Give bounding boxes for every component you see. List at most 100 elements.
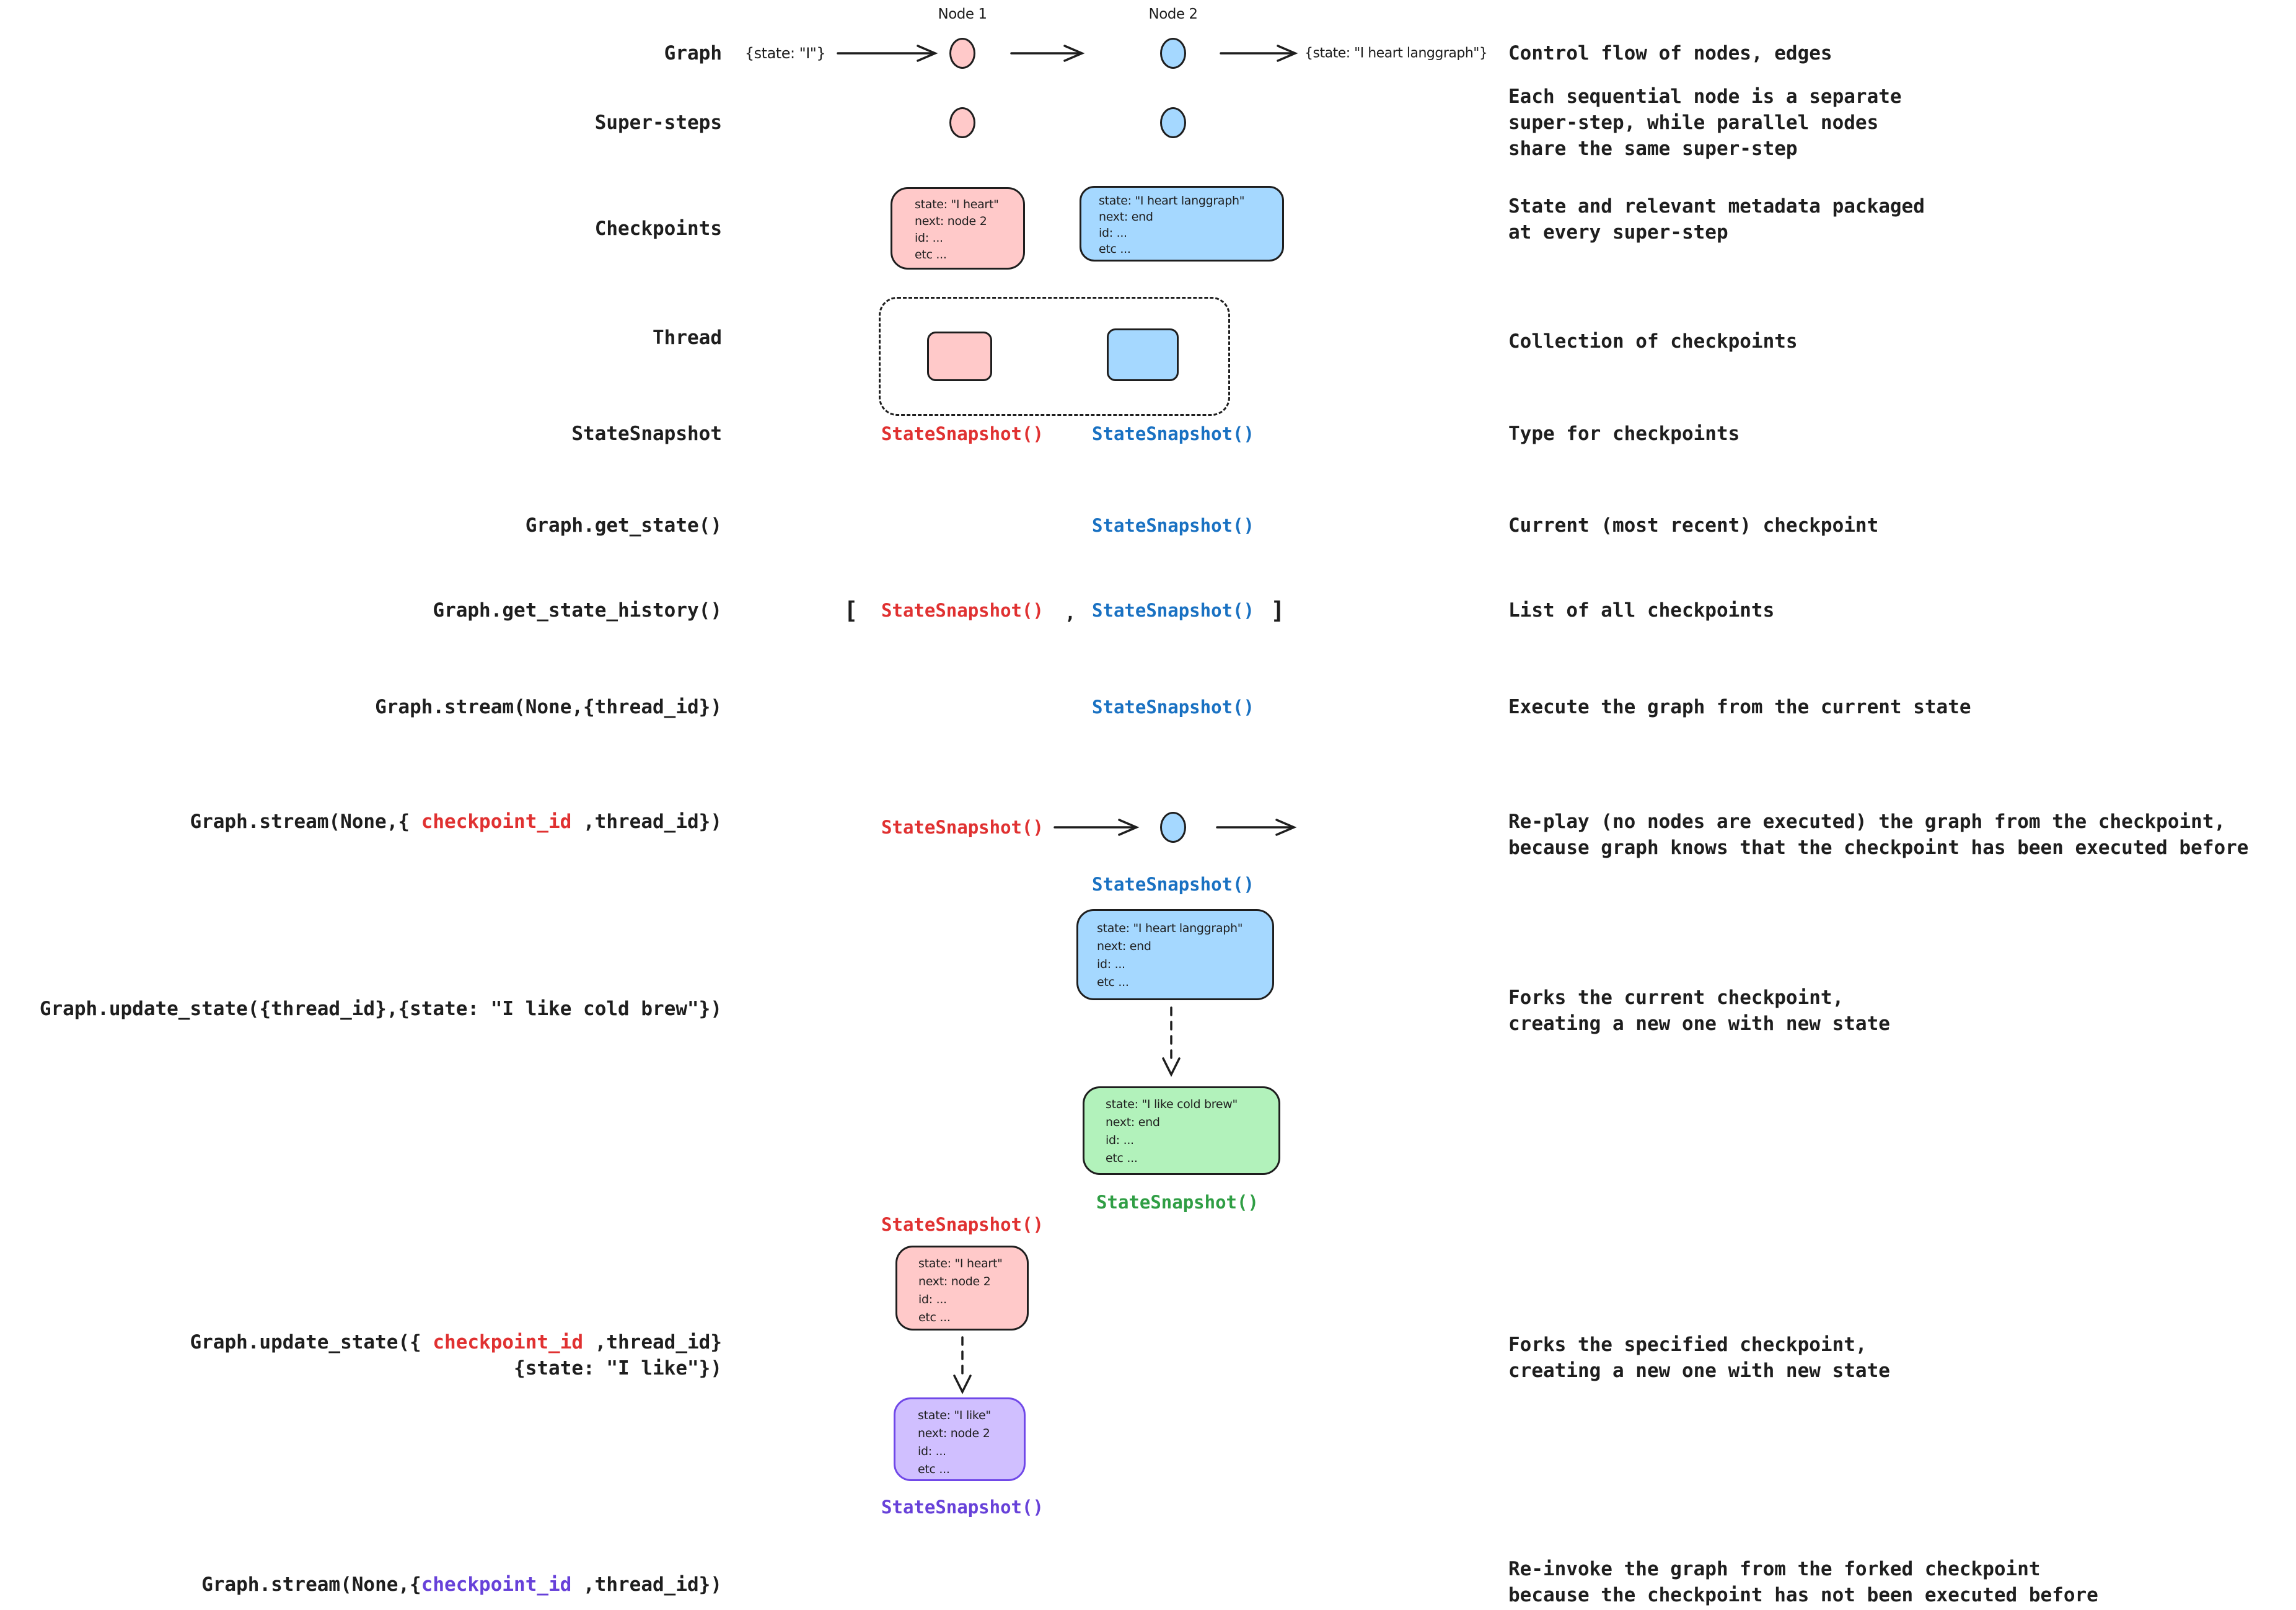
box-line: id: ... bbox=[1106, 1133, 1134, 1147]
arrow-down-dashed-icon bbox=[953, 1336, 972, 1394]
desc-line: share the same super-step bbox=[1508, 138, 1798, 160]
label-line: {state: "I like"}) bbox=[514, 1357, 722, 1379]
box-line: state: "I like cold brew" bbox=[1106, 1098, 1238, 1111]
thread-dashed-box bbox=[879, 297, 1230, 416]
label-update-state-checkpoint: Graph.update_state({ checkpoint_id ,thre… bbox=[190, 1329, 722, 1381]
fork-current-green-box: state: "I like cold brew" next: end id: … bbox=[1083, 1086, 1280, 1175]
arrow-right-icon bbox=[1053, 819, 1140, 836]
bracket-close: ] bbox=[1270, 597, 1285, 624]
node1-circle bbox=[949, 38, 975, 69]
comma: , bbox=[1064, 602, 1076, 625]
fork-current-blue-box: state: "I heart langgraph" next: end id:… bbox=[1076, 909, 1274, 1000]
label-state-snapshot: StateSnapshot bbox=[571, 423, 722, 445]
desc-line: Each sequential node is a separate bbox=[1508, 86, 1902, 108]
desc-thread: Collection of checkpoints bbox=[1508, 330, 1798, 353]
desc-graph: Control flow of nodes, edges bbox=[1508, 42, 1832, 64]
box-line: etc ... bbox=[1099, 242, 1131, 256]
box-line: state: "I heart langgraph" bbox=[1097, 922, 1243, 935]
arrow-right-icon bbox=[1220, 45, 1298, 62]
node2-circle bbox=[1160, 38, 1186, 69]
label-part-checkpoint-id: checkpoint_id bbox=[421, 811, 572, 833]
box-line: next: node 2 bbox=[918, 1427, 990, 1440]
box-line: state: "I heart" bbox=[915, 198, 999, 211]
checkpoint-pink-box: state: "I heart" next: node 2 id: ... et… bbox=[891, 187, 1025, 270]
label-update-state-thread: Graph.update_state({thread_id},{state: "… bbox=[39, 998, 722, 1020]
fork-specified-purple-box: state: "I like" next: node 2 id: ... etc… bbox=[894, 1397, 1026, 1481]
label-part: ,thread_id} bbox=[583, 1331, 722, 1353]
replay-snapshot-red: StateSnapshot() bbox=[881, 817, 1044, 838]
replay-node2-circle bbox=[1160, 812, 1186, 843]
box-line: state: "I heart langgraph" bbox=[1099, 194, 1245, 208]
thread-blue-checkpoint bbox=[1107, 328, 1179, 381]
label-part: ,thread_id}) bbox=[571, 811, 722, 833]
desc-checkpoints: State and relevant metadata packaged at … bbox=[1508, 193, 1925, 245]
fork-current-snapshot-blue: StateSnapshot() bbox=[1092, 874, 1254, 895]
desc-line: Forks the current checkpoint, bbox=[1508, 987, 1844, 1009]
arrow-down-dashed-icon bbox=[1162, 1006, 1181, 1077]
box-line: state: "I like" bbox=[918, 1409, 991, 1422]
desc-fork-specified: Forks the specified checkpoint, creating… bbox=[1508, 1332, 1890, 1384]
graph-output-state: {state: "I heart langgraph"} bbox=[1304, 45, 1488, 61]
desc-line: Forks the specified checkpoint, bbox=[1508, 1334, 1867, 1356]
label-line: Graph.update_state({ checkpoint_id ,thre… bbox=[190, 1329, 722, 1355]
desc-line: Re-invoke the graph from the forked chec… bbox=[1508, 1558, 2041, 1580]
box-line: id: ... bbox=[918, 1293, 947, 1306]
stream-snapshot-blue: StateSnapshot() bbox=[1092, 697, 1254, 718]
thread-pink-checkpoint bbox=[927, 332, 992, 381]
label-part: Graph.stream(None,{ bbox=[190, 811, 421, 833]
box-line: etc ... bbox=[1097, 975, 1129, 989]
fork-specified-pink-box: state: "I heart" next: node 2 id: ... et… bbox=[895, 1246, 1029, 1331]
desc-line: because graph knows that the checkpoint … bbox=[1508, 837, 2249, 859]
desc-fork-current: Forks the current checkpoint, creating a… bbox=[1508, 985, 1890, 1037]
state-snapshot-blue: StateSnapshot() bbox=[1092, 423, 1254, 444]
arrow-right-icon bbox=[1010, 45, 1085, 62]
box-line: state: "I heart" bbox=[918, 1257, 1003, 1270]
box-line: id: ... bbox=[1097, 957, 1125, 971]
label-part-checkpoint-id: checkpoint_id bbox=[433, 1331, 584, 1353]
arrow-right-icon bbox=[1216, 819, 1297, 836]
box-line: id: ... bbox=[915, 231, 943, 245]
node1-label: Node 1 bbox=[938, 6, 987, 22]
label-get-state-history: Graph.get_state_history() bbox=[433, 599, 722, 622]
label-part: Graph.update_state({ bbox=[190, 1331, 433, 1353]
checkpoint-blue-box: state: "I heart langgraph" next: end id:… bbox=[1080, 186, 1284, 262]
box-line: etc ... bbox=[918, 1463, 950, 1476]
box-line: next: node 2 bbox=[915, 214, 987, 228]
desc-line: because the checkpoint has not been exec… bbox=[1508, 1584, 2098, 1606]
label-part: ,thread_id}) bbox=[571, 1573, 722, 1596]
box-line: etc ... bbox=[915, 248, 947, 262]
label-stream-checkpoint: Graph.stream(None,{ checkpoint_id ,threa… bbox=[190, 809, 722, 835]
desc-stream-thread: Execute the graph from the current state bbox=[1508, 696, 1971, 718]
label-stream-forked: Graph.stream(None,{checkpoint_id ,thread… bbox=[201, 1572, 722, 1598]
state-snapshot-red: StateSnapshot() bbox=[881, 423, 1044, 444]
label-graph: Graph bbox=[664, 42, 722, 64]
get-state-snapshot-blue: StateSnapshot() bbox=[1092, 515, 1254, 536]
graph-input-state: {state: "I"} bbox=[744, 45, 826, 62]
fork-specified-snapshot-purple: StateSnapshot() bbox=[881, 1497, 1044, 1518]
label-thread: Thread bbox=[653, 327, 722, 349]
label-checkpoints: Checkpoints bbox=[594, 218, 722, 240]
history-snapshot-red: StateSnapshot() bbox=[881, 600, 1044, 621]
bracket-open: [ bbox=[843, 597, 858, 624]
box-line: next: end bbox=[1099, 210, 1153, 224]
desc-line: State and relevant metadata packaged bbox=[1508, 195, 1925, 218]
desc-get-state: Current (most recent) checkpoint bbox=[1508, 514, 1879, 537]
box-line: next: end bbox=[1097, 939, 1151, 953]
desc-super-steps: Each sequential node is a separate super… bbox=[1508, 84, 1902, 162]
label-stream-thread: Graph.stream(None,{thread_id}) bbox=[375, 696, 722, 718]
node2-label: Node 2 bbox=[1148, 6, 1198, 22]
desc-line: creating a new one with new state bbox=[1508, 1013, 1890, 1035]
label-part: Graph.stream(None,{ bbox=[201, 1573, 421, 1596]
label-super-steps: Super-steps bbox=[594, 112, 722, 134]
arrow-right-icon bbox=[837, 45, 938, 62]
desc-reinvoke: Re-invoke the graph from the forked chec… bbox=[1508, 1556, 2098, 1608]
box-line: etc ... bbox=[918, 1311, 951, 1324]
desc-line: creating a new one with new state bbox=[1508, 1360, 1890, 1382]
desc-get-state-history: List of all checkpoints bbox=[1508, 599, 1775, 622]
fork-specified-snapshot-red: StateSnapshot() bbox=[881, 1214, 1044, 1235]
desc-line: at every super-step bbox=[1508, 221, 1728, 244]
box-line: next: end bbox=[1106, 1115, 1160, 1129]
superstep-node2-circle bbox=[1160, 107, 1186, 138]
box-line: etc ... bbox=[1106, 1151, 1138, 1165]
